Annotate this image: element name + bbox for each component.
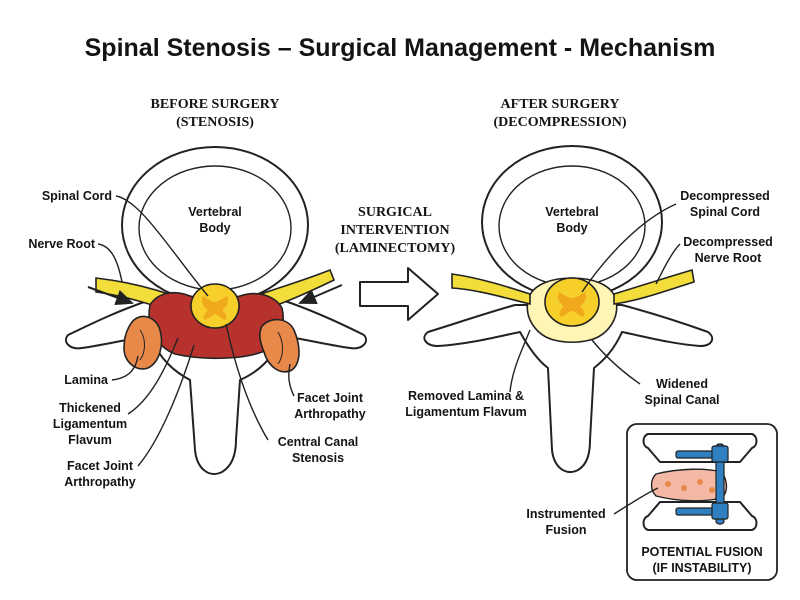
label-instrumented-line1: Instrumented	[526, 507, 605, 521]
label-decompressed-root-line2: Nerve Root	[695, 251, 763, 265]
after-vertebral-body-label-line1: Vertebral	[545, 205, 599, 219]
before-heading-line1: BEFORE SURGERY	[150, 97, 279, 112]
fusion-screw-head-upper	[711, 445, 729, 463]
fusion-graft-dot	[697, 479, 703, 485]
label-nerve-root: Nerve Root	[28, 237, 96, 251]
label-decompressed-root-line1: Decompressed	[683, 235, 773, 249]
label-decompressed-cord-line1: Decompressed	[680, 189, 770, 203]
label-central-canal-line2: Stenosis	[292, 451, 344, 465]
diagram-title: Spinal Stenosis – Surgical Management - …	[85, 34, 716, 62]
label-lamina: Lamina	[64, 373, 109, 387]
label-instrumented-line2: Fusion	[546, 523, 587, 537]
fusion-graft-dot	[681, 485, 687, 491]
fusion-bone-graft	[650, 468, 728, 502]
leader-nerve-root	[97, 243, 123, 283]
leader-decompressed-root	[655, 243, 681, 285]
leader-facet-left	[137, 344, 195, 467]
leader-thickened	[127, 337, 179, 415]
after-posterior-remnant	[423, 304, 714, 473]
before-compression-arrow-left	[87, 286, 134, 306]
before-vertebral-body-label-line2: Body	[199, 221, 230, 235]
before-vertebra	[64, 146, 368, 475]
leader-spinal-cord	[115, 195, 209, 297]
label-decompressed-cord-line2: Spinal Cord	[690, 205, 760, 219]
after-heading: AFTER SURGERY (DECOMPRESSION)	[493, 97, 626, 130]
before-vertebral-body-label-line1: Vertebral	[188, 205, 242, 219]
before-heading-line2: (STENOSIS)	[176, 115, 254, 130]
label-facet-left-line2: Arthropathy	[64, 475, 136, 489]
fusion-screw-head-lower	[711, 502, 729, 520]
before-facet-right	[259, 318, 300, 373]
leader-decompressed-cord	[581, 203, 677, 293]
label-spinal-cord: Spinal Cord	[42, 189, 112, 203]
label-central-canal-line1: Central Canal	[278, 435, 359, 449]
label-thickened-line3: Flavum	[68, 433, 112, 447]
intervention-line2: INTERVENTION	[340, 223, 449, 238]
before-compression-arrow-right	[298, 284, 343, 305]
leader-instrumented	[613, 487, 659, 515]
before-facet-right-line	[277, 331, 283, 365]
intervention-arrow-icon	[359, 267, 439, 321]
after-vertebral-body-label-line2: Body	[556, 221, 587, 235]
intervention-line3: (LAMINECTOMY)	[335, 241, 456, 256]
label-removed-line2: Ligamentum Flavum	[405, 405, 527, 419]
after-cord-gray-matter	[557, 292, 587, 317]
fusion-caption-line2: (IF INSTABILITY)	[652, 561, 751, 575]
fusion-caption-line1: POTENTIAL FUSION	[641, 545, 762, 559]
label-removed-line1: Removed Lamina &	[408, 389, 524, 403]
fusion-graft-dot	[665, 481, 671, 487]
after-heading-line1: AFTER SURGERY	[501, 97, 620, 112]
before-heading: BEFORE SURGERY (STENOSIS)	[150, 97, 279, 130]
leader-widened	[591, 339, 641, 385]
after-nerve-roots	[451, 268, 695, 306]
leader-central-canal	[225, 323, 269, 441]
before-posterior-arch	[64, 299, 368, 475]
fusion-graft-dot	[709, 487, 715, 493]
label-thickened-line2: Ligamentum	[53, 417, 127, 431]
before-cord-gray-matter	[201, 296, 229, 320]
before-facet-left-line	[139, 329, 145, 361]
leader-lamina	[111, 355, 139, 381]
label-facet-left-line1: Facet Joint	[67, 459, 134, 473]
after-heading-line2: (DECOMPRESSION)	[493, 115, 626, 130]
leader-facet-right	[288, 363, 295, 397]
intervention-line1: SURGICAL	[358, 205, 432, 220]
leader-removed	[509, 329, 531, 393]
fusion-vertebra-lower	[642, 501, 758, 531]
label-thickened-line1: Thickened	[59, 401, 121, 415]
label-facet-right-line1: Facet Joint	[297, 391, 364, 405]
before-facet-left	[123, 315, 163, 370]
label-facet-right-line2: Arthropathy	[294, 407, 366, 421]
label-widened-line2: Spinal Canal	[644, 393, 719, 407]
after-vertebra	[423, 145, 714, 473]
label-widened-line1: Widened	[656, 377, 708, 391]
fusion-inset: POTENTIAL FUSION (IF INSTABILITY)	[626, 423, 778, 581]
